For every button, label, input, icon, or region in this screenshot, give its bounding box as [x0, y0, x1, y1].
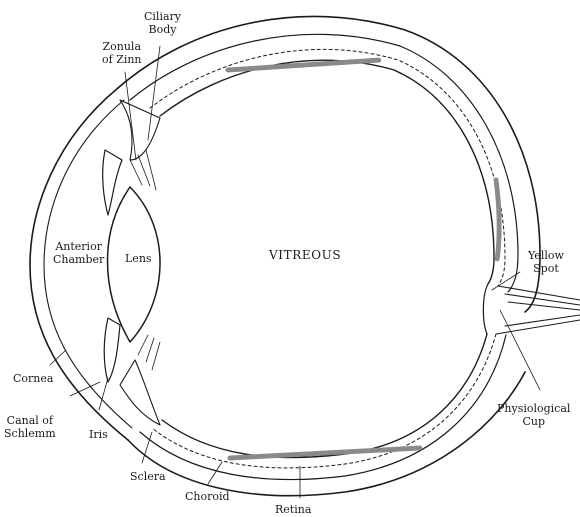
- label-canal-line-1: Canal of: [4, 414, 56, 427]
- leader-zonula: [125, 72, 136, 160]
- label-iris: Iris: [89, 428, 108, 441]
- label-sclera: Sclera: [130, 470, 166, 483]
- label-ciliary-body-line-1: Ciliary: [144, 10, 181, 23]
- label-yellow-spot: Yellow Spot: [528, 249, 564, 275]
- zonula-fibers-upper: [130, 150, 156, 190]
- label-lens: Lens: [125, 252, 152, 265]
- label-zonula-of-zinn: Zonula of Zinn: [102, 40, 142, 66]
- leader-choroid: [208, 462, 222, 484]
- iris-lower: [104, 318, 120, 382]
- label-ciliary-body: Ciliary Body: [144, 10, 181, 36]
- label-physiological-cup: Physiological Cup: [497, 402, 570, 428]
- label-retina: Retina: [275, 503, 311, 516]
- label-zonula-line-2: of Zinn: [102, 53, 142, 66]
- ciliary-body-lower: [120, 360, 160, 425]
- zonula-fibers-lower: [138, 335, 160, 370]
- label-choroid: Choroid: [185, 490, 230, 503]
- label-anterior-chamber: Anterior Chamber: [53, 240, 104, 266]
- label-zonula-line-1: Zonula: [102, 40, 142, 53]
- label-anterior-line-1: Anterior: [53, 240, 104, 253]
- label-anterior-line-2: Chamber: [53, 253, 104, 266]
- ciliary-body-upper: [120, 100, 160, 160]
- retina-hatch-right: [496, 180, 499, 260]
- leader-sclera: [142, 432, 152, 463]
- label-ciliary-body-line-2: Body: [144, 23, 181, 36]
- label-yellow-spot-line-1: Yellow: [528, 249, 564, 262]
- label-physio-line-1: Physiological: [497, 402, 570, 415]
- leader-ciliary: [148, 46, 160, 140]
- label-cornea: Cornea: [13, 372, 53, 385]
- label-physio-line-2: Cup: [497, 415, 570, 428]
- label-vitreous: VITREOUS: [269, 249, 341, 262]
- label-canal-of-schlemm: Canal of Schlemm: [4, 414, 56, 440]
- label-canal-line-2: Schlemm: [4, 427, 56, 440]
- leader-canal: [70, 382, 100, 396]
- label-yellow-spot-line-2: Spot: [528, 262, 564, 275]
- optic-disc: [483, 284, 488, 334]
